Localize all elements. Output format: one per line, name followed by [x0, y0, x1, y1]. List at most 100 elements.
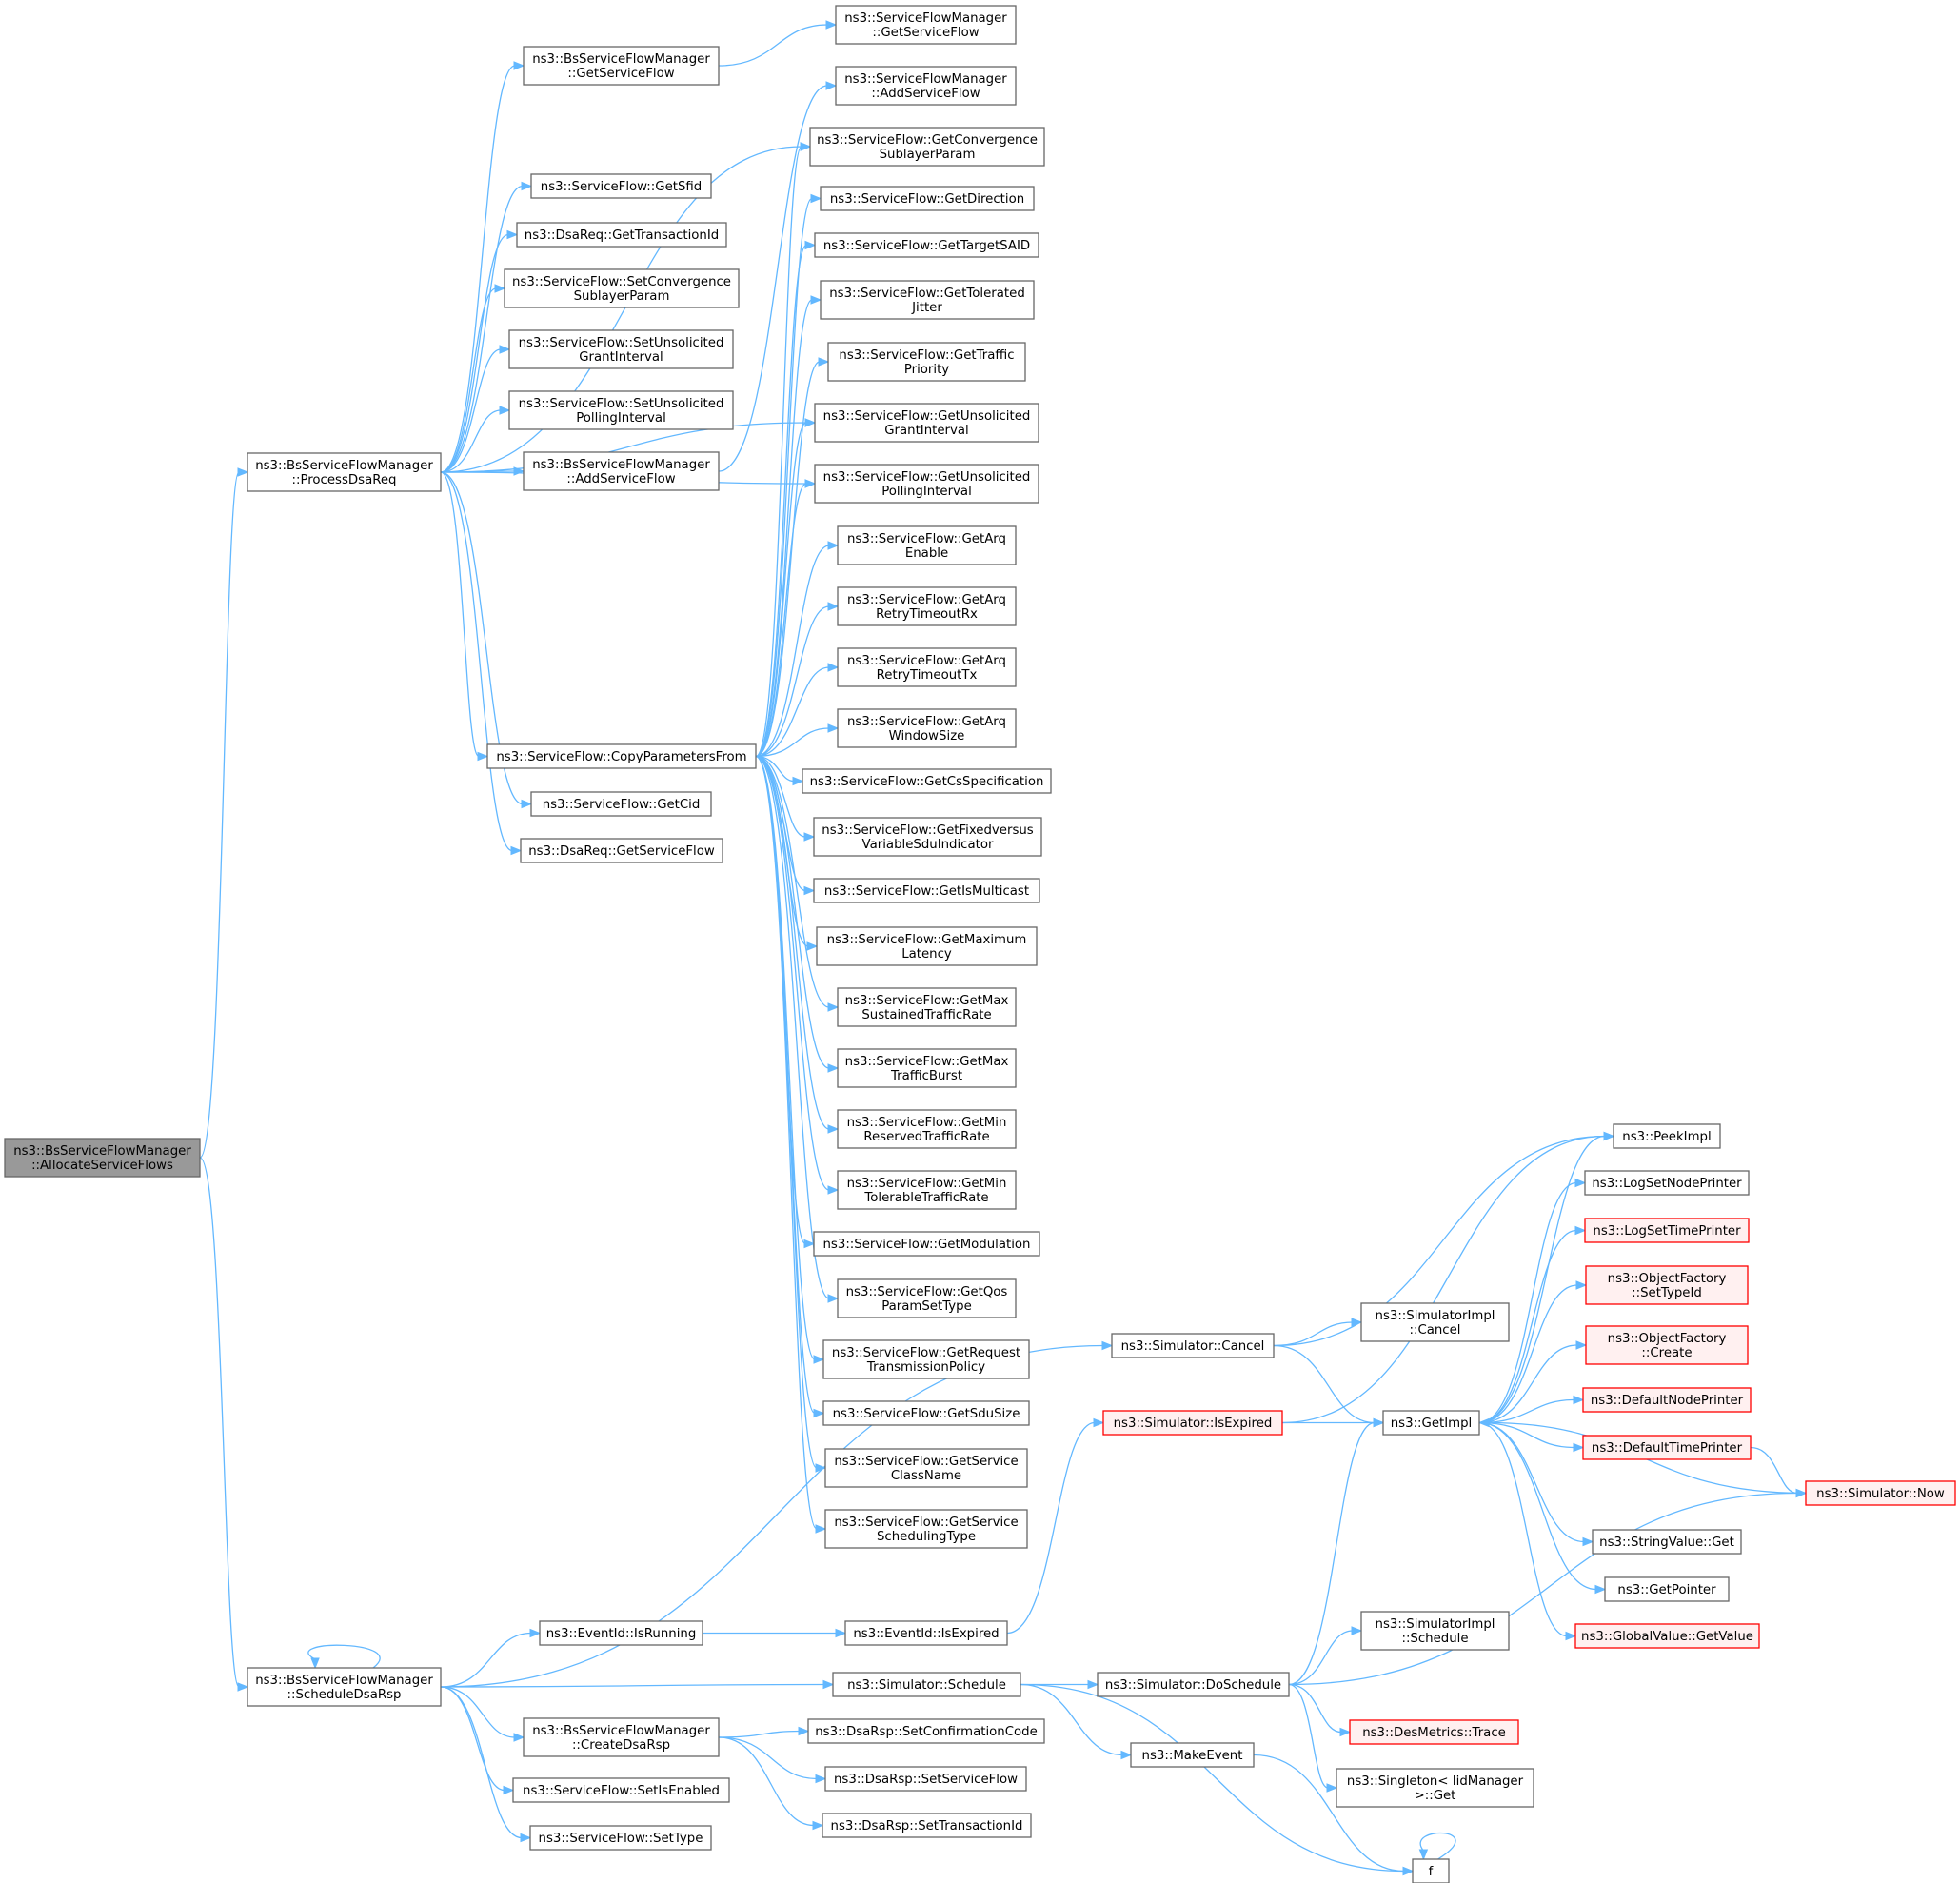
node-sim-impl-schedule[interactable]: ns3::SimulatorImpl::Schedule	[1360, 1611, 1510, 1651]
edge-arrowhead	[813, 1355, 825, 1364]
node-log-set-node-printer[interactable]: ns3::LogSetNodePrinter	[1584, 1170, 1750, 1196]
node-sf-set-unsolicited-grant[interactable]: ns3::ServiceFlow::SetUnsolicitedGrantInt…	[508, 329, 734, 369]
node-peek-impl[interactable]: ns3::PeekImpl	[1613, 1123, 1721, 1149]
node-box	[1805, 1480, 1956, 1506]
node-get-service-sched[interactable]: ns3::ServiceFlow::GetServiceSchedulingTy…	[824, 1509, 1028, 1549]
node-box	[813, 878, 1040, 903]
node-sim-impl-cancel[interactable]: ns3::SimulatorImpl::Cancel	[1360, 1302, 1510, 1342]
node-get-cs-spec[interactable]: ns3::ServiceFlow::GetCsSpecification	[802, 768, 1052, 794]
node-label: ns3::ServiceFlow::GetMax	[845, 1055, 1009, 1069]
edge-bs-create-dsa-rsp-to-dsa-rsp-set-service-flow	[718, 1736, 818, 1780]
node-label: ns3::LogSetTimePrinter	[1593, 1224, 1741, 1239]
node-sf-set-unsolicited-polling[interactable]: ns3::ServiceFlow::SetUnsolicitedPollingI…	[508, 390, 734, 430]
node-obj-factory-create[interactable]: ns3::ObjectFactory::Create	[1585, 1325, 1749, 1365]
node-singleton-get[interactable]: ns3::Singleton< IidManager>::Get	[1336, 1768, 1534, 1808]
node-copy-parameters-from[interactable]: ns3::ServiceFlow::CopyParametersFrom	[486, 743, 757, 769]
node-box	[832, 1672, 1021, 1697]
node-sf-set-type[interactable]: ns3::ServiceFlow::SetType	[529, 1825, 712, 1851]
node-get-impl[interactable]: ns3::GetImpl	[1382, 1410, 1480, 1436]
node-label: ::GetServiceFlow	[872, 26, 979, 40]
node-label: ::AddServiceFlow	[566, 472, 675, 486]
node-get-target-said[interactable]: ns3::ServiceFlow::GetTargetSAID	[814, 232, 1039, 258]
node-schedule-dsa-rsp[interactable]: ns3::BsServiceFlowManager::ScheduleDsaRs…	[247, 1667, 442, 1707]
node-get-max-sustained[interactable]: ns3::ServiceFlow::GetMaxSustainedTraffic…	[837, 987, 1017, 1027]
node-get-min-tolerable[interactable]: ns3::ServiceFlow::GetMinTolerableTraffic…	[837, 1170, 1017, 1210]
node-get-unsolicited-polling[interactable]: ns3::ServiceFlow::GetUnsolicitedPollingI…	[814, 464, 1039, 504]
node-sim-schedule[interactable]: ns3::Simulator::Schedule	[832, 1672, 1021, 1697]
node-box	[802, 768, 1052, 794]
node-bs-create-dsa-rsp[interactable]: ns3::BsServiceFlowManager::CreateDsaRsp	[523, 1717, 720, 1757]
node-label: ::ProcessDsaReq	[292, 473, 397, 487]
node-global-value-get-value[interactable]: ns3::GlobalValue::GetValue	[1574, 1623, 1760, 1649]
node-default-time-printer[interactable]: ns3::DefaultTimePrinter	[1582, 1435, 1752, 1460]
edge-arrowhead	[1565, 1631, 1577, 1641]
node-get-fixed-versus[interactable]: ns3::ServiceFlow::GetFixedversusVariable…	[813, 817, 1042, 857]
node-get-is-multicast[interactable]: ns3::ServiceFlow::GetIsMulticast	[813, 878, 1040, 903]
node-get-convergence[interactable]: ns3::ServiceFlow::GetConvergenceSublayer…	[809, 127, 1045, 167]
node-event-is-running[interactable]: ns3::EventId::IsRunning	[539, 1620, 703, 1646]
node-sf-get-cid[interactable]: ns3::ServiceFlow::GetCid	[530, 791, 712, 817]
edge-root-to-process-dsa-req	[199, 471, 240, 1159]
node-sim-cancel[interactable]: ns3::Simulator::Cancel	[1111, 1333, 1275, 1358]
node-sim-is-expired[interactable]: ns3::Simulator::IsExpired	[1102, 1410, 1283, 1436]
node-bs-add-service-flow[interactable]: ns3::BsServiceFlowManager::AddServiceFlo…	[523, 451, 720, 491]
node-label: ReservedTrafficRate	[863, 1130, 989, 1144]
edge-get-impl-to-log-set-time-printer	[1478, 1229, 1577, 1424]
node-sim-now[interactable]: ns3::Simulator::Now	[1805, 1480, 1956, 1506]
node-event-is-expired[interactable]: ns3::EventId::IsExpired	[844, 1620, 1008, 1646]
node-sim-do-schedule[interactable]: ns3::Simulator::DoSchedule	[1097, 1672, 1290, 1697]
node-get-pointer[interactable]: ns3::GetPointer	[1604, 1576, 1730, 1602]
edge-arrowhead	[1573, 1395, 1585, 1405]
node-label: ns3::EventId::IsRunning	[546, 1627, 697, 1641]
node-make-event[interactable]: ns3::MakeEvent	[1130, 1742, 1255, 1768]
node-label: ns3::ServiceFlow::GetUnsolicited	[823, 409, 1031, 424]
node-label: TransmissionPolicy	[866, 1360, 985, 1375]
node-label: ns3::ServiceFlow::SetType	[539, 1832, 703, 1846]
node-get-direction[interactable]: ns3::ServiceFlow::GetDirection	[820, 186, 1035, 211]
node-des-metrics-trace[interactable]: ns3::DesMetrics::Trace	[1349, 1719, 1519, 1745]
node-get-sdu-size[interactable]: ns3::ServiceFlow::GetSduSize	[822, 1400, 1030, 1426]
node-dsa-req-get-service-flow[interactable]: ns3::DsaReq::GetServiceFlow	[520, 838, 723, 863]
edge-arrowhead	[1594, 1584, 1607, 1595]
node-process-dsa-req[interactable]: ns3::BsServiceFlowManager::ProcessDsaReq	[247, 452, 442, 492]
node-label: PollingInterval	[576, 411, 666, 426]
node-box	[1604, 1576, 1730, 1602]
node-string-value-get[interactable]: ns3::StringValue::Get	[1592, 1529, 1742, 1555]
node-bs-get-service-flow[interactable]: ns3::BsServiceFlowManager::GetServiceFlo…	[523, 46, 720, 86]
node-sf-set-is-enabled[interactable]: ns3::ServiceFlow::SetIsEnabled	[512, 1777, 730, 1803]
node-sf-get-sfid[interactable]: ns3::ServiceFlow::GetSfid	[530, 173, 712, 199]
node-get-min-reserved[interactable]: ns3::ServiceFlow::GetMinReservedTrafficR…	[837, 1109, 1017, 1149]
node-label: ns3::LogSetNodePrinter	[1592, 1177, 1742, 1191]
node-dsa-req-get-transaction-id[interactable]: ns3::DsaReq::GetTransactionId	[516, 222, 727, 248]
edge-arrowhead	[810, 193, 822, 204]
node-dsa-rsp-set-transaction-id[interactable]: ns3::DsaRsp::SetTransactionId	[822, 1813, 1032, 1838]
node-sf-set-convergence[interactable]: ns3::ServiceFlow::SetConvergenceSublayer…	[504, 268, 740, 308]
node-root[interactable]: ns3::BsServiceFlowManager::AllocateServi…	[4, 1138, 201, 1178]
node-get-request-tx[interactable]: ns3::ServiceFlow::GetRequestTransmission…	[822, 1339, 1030, 1379]
node-get-unsolicited-grant[interactable]: ns3::ServiceFlow::GetUnsolicitedGrantInt…	[814, 403, 1039, 443]
node-sfm-get-service-flow[interactable]: ns3::ServiceFlowManager::GetServiceFlow	[835, 5, 1017, 45]
edge-arrowhead	[1603, 1131, 1615, 1141]
node-dsa-rsp-set-confirmation[interactable]: ns3::DsaRsp::SetConfirmationCode	[807, 1718, 1045, 1744]
node-dsa-rsp-set-service-flow[interactable]: ns3::DsaRsp::SetServiceFlow	[824, 1766, 1027, 1792]
node-default-node-printer[interactable]: ns3::DefaultNodePrinter	[1582, 1387, 1752, 1413]
node-label: ns3::EventId::IsExpired	[853, 1627, 999, 1641]
node-f[interactable]: f	[1412, 1858, 1450, 1883]
edge-schedule-dsa-rsp-to-event-is-running	[440, 1632, 532, 1688]
node-obj-factory-set-type-id[interactable]: ns3::ObjectFactory::SetTypeId	[1585, 1265, 1749, 1305]
node-get-modulation[interactable]: ns3::ServiceFlow::GetModulation	[813, 1231, 1040, 1257]
node-box	[508, 390, 734, 430]
node-log-set-time-printer[interactable]: ns3::LogSetTimePrinter	[1584, 1218, 1750, 1243]
node-sfm-add-service-flow[interactable]: ns3::ServiceFlowManager::AddServiceFlow	[835, 66, 1017, 106]
node-label: ns3::ServiceFlow::GetTraffic	[839, 348, 1014, 363]
